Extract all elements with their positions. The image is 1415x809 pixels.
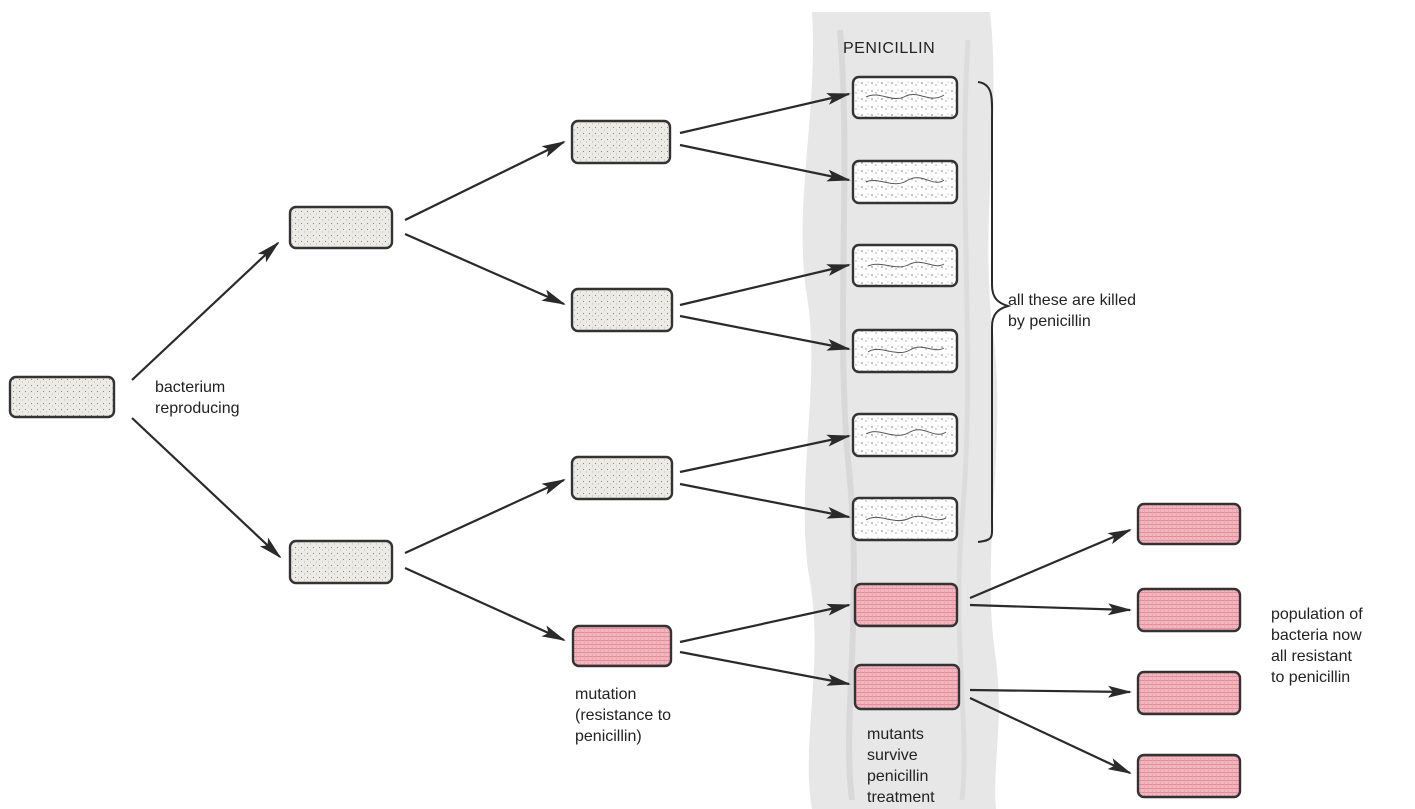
arrow [131,417,282,559]
penicillin-zone-streak [837,29,857,801]
label-line: population of [1271,606,1363,623]
bacterium-cell [570,119,672,165]
label-line: treatment [867,789,935,806]
resistant-cell [1136,502,1242,546]
killed-label: all these are killed by penicillin [1008,290,1136,332]
arrow [679,603,851,644]
arrow [404,141,566,221]
bacterium-cell [8,375,116,419]
survive-label: mutants survive penicillin treatment [867,724,935,808]
arrow [969,697,1132,774]
killed-cell-debris [865,94,947,522]
label-line: mutation [575,686,637,703]
arrow [969,685,1132,698]
killed-cell [851,243,959,288]
arrow [969,528,1132,600]
killed-cell [851,496,959,542]
killed-cell [851,328,959,374]
arrow [679,143,851,182]
arrow [679,482,851,519]
arrow [404,566,566,642]
label-line: reproducing [155,400,240,417]
label-line: by penicillin [1008,313,1091,330]
bacterium-cell [288,205,394,250]
bacterium-cell [570,287,674,333]
label-line: penicillin) [575,728,642,745]
killed-cell [851,75,959,120]
label-line: all resistant [1271,648,1352,665]
label-line: to penicillin [1271,669,1351,686]
resistant-cell [1136,587,1242,633]
label-line: bacteria now [1271,627,1362,644]
arrow [679,434,851,474]
arrow [679,263,851,307]
resistant-cell [1136,670,1242,716]
penicillin-zone-title: PENICILLIN [843,40,936,57]
label-line: bacterium [155,379,226,396]
reproduction-arrows [131,92,1132,774]
mutant-cell [853,663,961,711]
arrow [679,92,851,135]
label-line: penicillin [867,768,929,785]
resistant-cell [1136,753,1242,799]
killed-cell [851,412,959,458]
penicillin-zone-streak [956,39,971,801]
mutation-label: mutation (resistance to penicillin) [575,684,671,747]
arrow [969,603,1132,616]
arrow [404,232,566,306]
arrow [679,314,851,351]
label-line: survive [867,747,918,764]
label-line: (resistance to [575,707,672,724]
killed-bracket [977,81,1012,543]
bacterium-cell [288,539,394,585]
mutant-cell [853,582,959,628]
label-line: all these are killed [1008,292,1137,309]
label-line: mutants [867,726,924,743]
mutant-cell [571,624,673,668]
arrow [131,241,280,381]
reproducing-label: bacterium reproducing [155,377,240,419]
arrow [404,479,566,554]
arrow [679,650,851,686]
population-label: population of bacteria now all resistant… [1271,604,1363,688]
bacterium-cell [570,455,674,501]
